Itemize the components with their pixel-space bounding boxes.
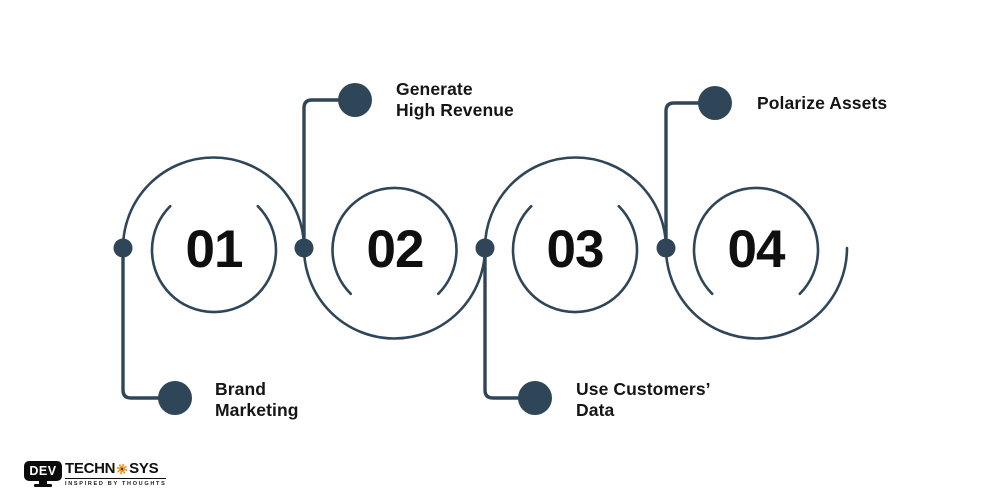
callout-dot-generate-high-revenue: [338, 83, 372, 117]
label-line: High Revenue: [396, 99, 514, 120]
label-polarize-assets: Polarize Assets: [757, 93, 887, 114]
inner-ring-03: [511, 204, 639, 314]
step-number-02: 02: [366, 220, 425, 279]
label-line: Data: [576, 399, 615, 420]
logo-tagline: INSPIRED BY THOUGHTS: [65, 480, 167, 487]
label-line: Polarize Assets: [757, 93, 888, 113]
logo-name-part2: SYS: [129, 460, 159, 477]
devtechnosys-logo: DEV TECHN SYS INSPIRED BY THOUGHTS: [24, 461, 167, 487]
logo-monitor-base: [34, 484, 52, 487]
gear-icon: [116, 463, 128, 474]
label-generate-high-revenue: Generate High Revenue: [396, 79, 514, 120]
logo-monitor-icon: DEV: [24, 461, 62, 487]
connector-polarize-assets: [664, 101, 702, 250]
label-brand-marketing: Brand Marketing: [215, 379, 299, 420]
step-number-01: 01: [185, 220, 244, 279]
logo-dev-badge: DEV: [24, 461, 62, 481]
junction-dot-4: [656, 238, 676, 258]
label-line: Use Customers’: [576, 379, 711, 399]
logo-monitor-stand: [39, 481, 47, 484]
inner-ring-01: [150, 204, 278, 314]
callout-dot-brand-marketing: [158, 381, 192, 415]
junction-dot-3: [475, 238, 495, 258]
inner-ring-02: [331, 186, 458, 296]
logo-divider-rule: [65, 477, 167, 479]
step-number-03: 03: [546, 220, 605, 279]
logo-wordmark: TECHN SYS INSPIRED BY THOUGHTS: [65, 461, 167, 487]
logo-name: TECHN SYS: [65, 461, 166, 476]
inner-ring-04: [692, 186, 820, 296]
logo-name-part1: TECHN: [65, 460, 116, 477]
label-use-customers-data: Use Customers’ Data: [576, 379, 711, 420]
callout-dot-use-customers-data: [518, 381, 552, 415]
label-line: Generate: [396, 79, 473, 99]
callout-dot-polarize-assets: [698, 86, 732, 120]
junction-dot-2: [294, 238, 314, 258]
connector-use-customers-data: [483, 246, 522, 400]
step-number-04: 04: [727, 220, 786, 279]
junction-dot-1: [113, 238, 133, 258]
connector-brand-marketing: [121, 246, 162, 400]
connector-generate-high-revenue: [302, 98, 342, 250]
label-line: Marketing: [215, 399, 299, 420]
label-line: Brand: [215, 379, 267, 399]
